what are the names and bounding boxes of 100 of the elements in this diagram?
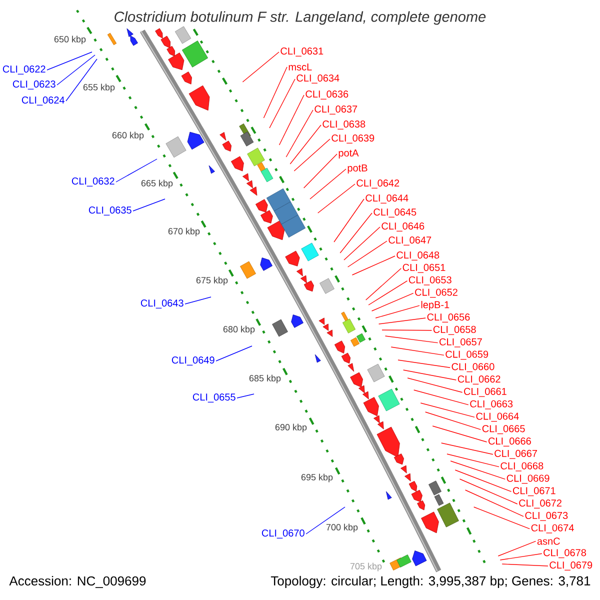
leader-line <box>310 168 346 200</box>
gene-label: CLI_0679 <box>550 562 592 570</box>
gene-label: CLI_0659 <box>446 350 488 360</box>
leader-line <box>384 336 438 344</box>
gene-label: CLI_0668 <box>500 462 544 472</box>
gene-label: CLI_0673 <box>525 512 568 521</box>
gene-label: CLI_0671 <box>512 487 556 496</box>
leader-line <box>473 506 530 530</box>
footer-text: Accession: NC_009699 <box>9 576 146 588</box>
gene-label: CLI_0666 <box>488 438 531 446</box>
gene-label: CLI_0636 <box>306 90 348 100</box>
leader-line <box>216 346 252 362</box>
gene-label: CLI_0623 <box>12 80 56 90</box>
leader-line <box>242 52 280 82</box>
gene-label: CLI_0624 <box>22 96 64 106</box>
gene-label: CLI_0672 <box>519 500 562 508</box>
gene-label: CLI_0657 <box>440 338 482 348</box>
gene-label: CLI_0658 <box>433 326 476 335</box>
gene-label: CLI_0678 <box>544 549 586 558</box>
footer-text: Topology: circular; Length: 3,995,387 bp; Genes: 3,781 <box>270 576 590 588</box>
gene-label: CLI_0643 <box>140 300 184 308</box>
scale-label: 705 kbp <box>350 562 382 572</box>
gene-label: CLI_0662 <box>458 376 500 384</box>
gene-label: CLI_0651 <box>402 264 446 273</box>
leader-line <box>294 138 330 172</box>
leader-line <box>413 390 469 406</box>
gene-label: CLI_0644 <box>366 194 408 204</box>
leader-line <box>290 124 322 164</box>
gene-label: CLI_0642 <box>356 180 400 188</box>
gene-label: CLI_0665 <box>482 425 525 434</box>
gene-label: potA <box>338 150 359 158</box>
leader-line <box>334 198 364 242</box>
leader-line <box>459 478 518 504</box>
gene-label: lepB-1 <box>421 300 450 310</box>
gene-label: CLI_0669 <box>506 474 550 484</box>
leader-line <box>318 184 356 214</box>
gene-label: CLI_0632 <box>72 178 114 186</box>
leader-line <box>407 378 463 393</box>
leader-line <box>46 52 92 70</box>
leader-line <box>398 360 450 368</box>
leader-line <box>368 280 408 306</box>
scale-label: 650 kbp <box>54 36 86 44</box>
scale-label: 655 kbp <box>83 84 115 92</box>
gene-label: CLI_0647 <box>388 236 432 246</box>
gene-label: mscL <box>288 64 312 70</box>
gene-label: CLI_0646 <box>382 222 424 232</box>
gene-label: CLI_0652 <box>415 288 458 298</box>
gene-label: CLI_0663 <box>470 400 513 410</box>
scale-label: 660 kbp <box>112 132 144 140</box>
title: Clostridium botulinum F str. Langeland, complete genome <box>114 11 486 25</box>
leader-line <box>450 460 506 480</box>
leader-line <box>66 58 98 102</box>
scale-label: 665 kbp <box>141 180 173 188</box>
gene-label: CLI_0634 <box>296 74 340 84</box>
leader-line <box>303 154 338 188</box>
leader-line <box>464 490 524 517</box>
scale-label: 670 kbp <box>168 228 200 236</box>
leader-line <box>344 226 380 260</box>
leader-line <box>402 370 457 380</box>
leader-line <box>500 553 542 560</box>
leader-line <box>278 94 304 146</box>
leader-line <box>454 470 512 492</box>
leader-line <box>382 330 432 331</box>
leader-line <box>263 66 288 118</box>
leader-line <box>347 240 388 268</box>
leader-line <box>378 318 426 324</box>
gene-label: CLI_0653 <box>408 276 452 286</box>
leader-line <box>56 54 96 86</box>
leader-line <box>371 292 414 312</box>
gene-label: CLI_0645 <box>374 208 416 218</box>
leader-line <box>352 256 396 276</box>
gene-label: CLI_0670 <box>262 530 304 538</box>
leader-line <box>365 268 402 300</box>
leader-line <box>420 402 475 418</box>
gene-label: CLI_0639 <box>332 134 374 144</box>
leader-line <box>306 506 346 534</box>
scale-label: 675 kbp <box>196 276 228 286</box>
scale-label: 685 kbp <box>249 374 281 384</box>
gene-label: CLI_0661 <box>464 388 506 397</box>
gene-label: CLI_0648 <box>396 252 440 260</box>
gene-label: CLI_0664 <box>476 412 519 422</box>
gene-label: CLI_0660 <box>452 363 494 372</box>
leader-line <box>424 412 482 430</box>
leader-line <box>432 426 488 442</box>
scale-label: 690 kbp <box>275 424 307 432</box>
leader-line <box>375 305 420 318</box>
gene-label: CLI_0635 <box>88 206 132 216</box>
leader-line <box>441 442 494 455</box>
gene-label: CLI_0655 <box>192 394 236 402</box>
scale-label: 680 kbp <box>223 326 255 334</box>
gene-label: CLI_0637 <box>314 106 358 114</box>
leader-line <box>184 296 212 304</box>
leader-line <box>132 198 166 212</box>
leader-line <box>502 564 548 566</box>
leader-line <box>340 212 372 254</box>
leader-line <box>446 454 500 468</box>
leader-line <box>116 158 158 182</box>
gene-label: CLI_0667 <box>494 450 537 459</box>
gene-label: CLI_0631 <box>280 48 324 56</box>
leader-line <box>236 394 254 398</box>
